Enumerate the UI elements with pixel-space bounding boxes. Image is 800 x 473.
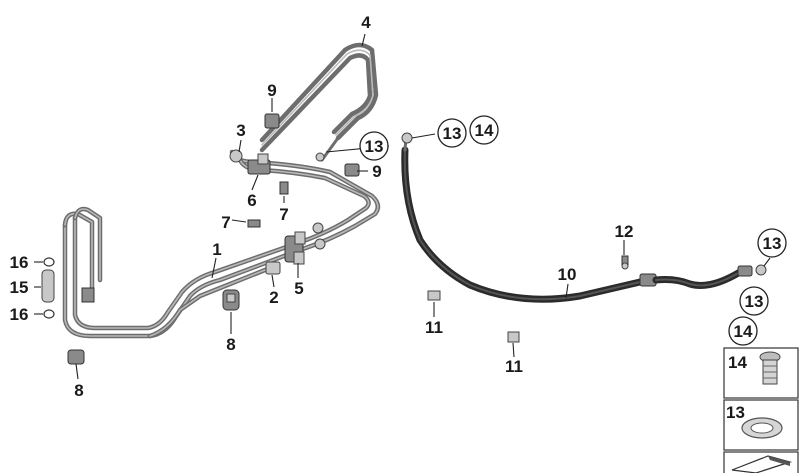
part-9-clip-upper[interactable] (264, 113, 280, 129)
label-7-lower: 7 (221, 213, 230, 232)
legend-label-13: 13 (726, 403, 745, 422)
part-10-hose[interactable] (401, 132, 767, 303)
label-13-right: 13 (763, 234, 782, 253)
part-16-o-ring-bottom[interactable] (43, 309, 55, 319)
part-4-pipe[interactable] (259, 42, 379, 162)
screw-icon (759, 351, 781, 385)
part-11-clip-left[interactable] (427, 290, 441, 301)
part-12-screw[interactable] (621, 255, 629, 270)
ring-washer-icon (741, 417, 783, 439)
label-13-top: 13 (443, 124, 462, 143)
label-7-upper: 7 (279, 205, 288, 224)
label-11-left: 11 (425, 318, 443, 337)
label-13-upper: 13 (365, 137, 384, 156)
legend-box-14: 14 (723, 347, 799, 399)
legend-box-bottom (723, 451, 799, 473)
legend-label-14: 14 (728, 353, 747, 372)
callout-circle-14-lower (728, 316, 758, 346)
label-8-left: 8 (74, 381, 83, 400)
callout-circle-13-top (437, 118, 467, 148)
part-7-screw-lower[interactable] (247, 219, 261, 228)
label-1: 1 (212, 240, 221, 259)
label-2: 2 (269, 288, 278, 307)
part-16-o-ring-top[interactable] (43, 257, 55, 267)
part-1-pipe-lower[interactable] (147, 265, 273, 339)
label-16-bottom: 16 (10, 305, 29, 324)
label-9-upper: 9 (267, 81, 276, 100)
label-13-lower: 13 (745, 292, 764, 311)
label-16-top: 16 (10, 253, 29, 272)
callout-circle-13-right (757, 228, 787, 258)
label-14-lower: 14 (734, 322, 753, 341)
label-8-center: 8 (226, 335, 235, 354)
part-6-bracket[interactable] (247, 153, 271, 175)
arrow-shape-icon (731, 455, 793, 473)
label-6: 6 (247, 191, 256, 210)
part-15-sleeve[interactable] (41, 269, 55, 303)
callout-circle-14-top (469, 115, 499, 145)
part-7-screw-upper[interactable] (279, 181, 289, 195)
part-2-union[interactable] (265, 261, 281, 275)
part-8-clip-left[interactable] (67, 349, 85, 365)
label-5: 5 (294, 279, 303, 298)
callout-circle-13-upper (359, 131, 389, 161)
part-8-clip-center[interactable] (222, 289, 240, 311)
part-3-union[interactable] (229, 149, 243, 163)
label-14-top: 14 (475, 121, 494, 140)
label-11-right: 11 (505, 357, 523, 376)
callout-circle-13-lower (739, 286, 769, 316)
label-12: 12 (615, 222, 634, 241)
legend-box-13: 13 (723, 399, 799, 451)
label-15: 15 (10, 278, 29, 297)
part-9-clip-right[interactable] (344, 163, 360, 177)
label-4: 4 (361, 13, 371, 32)
part-11-clip-right[interactable] (507, 331, 520, 343)
label-10: 10 (558, 265, 577, 284)
part-5-union[interactable] (284, 222, 326, 265)
label-3: 3 (236, 121, 245, 140)
label-9-right: 9 (372, 162, 381, 181)
